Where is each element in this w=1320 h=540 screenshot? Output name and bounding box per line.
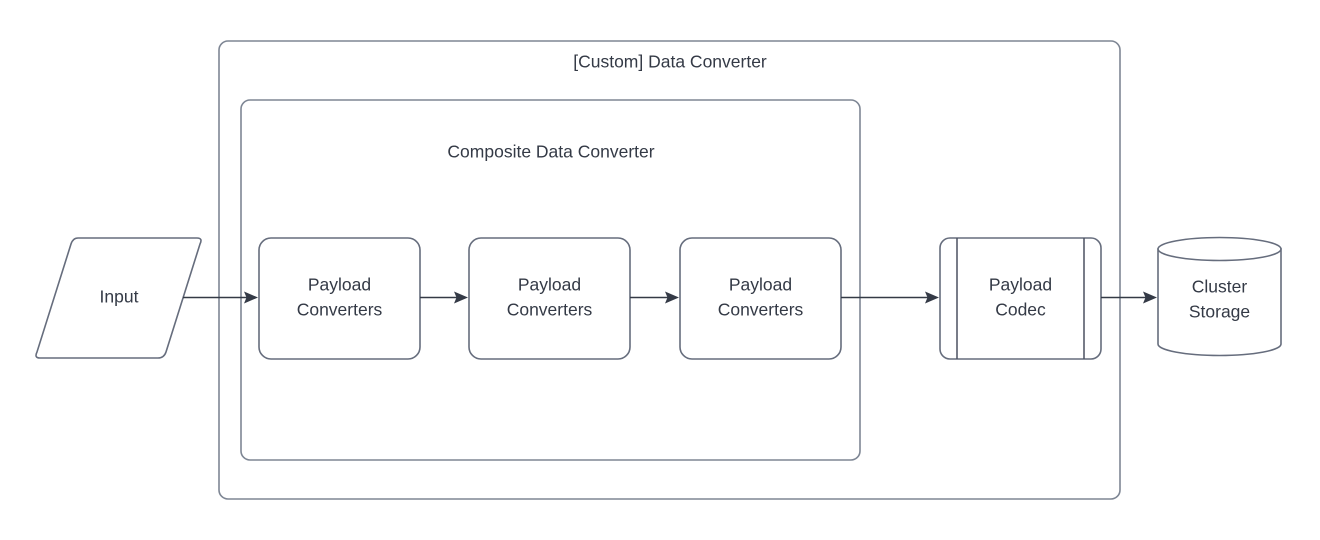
- input-node-label: Input: [100, 287, 139, 307]
- edge-pc2-to-pc3: [630, 291, 679, 304]
- cluster-storage-node[interactable]: [1157, 236, 1282, 357]
- payload-converters-2-label-line1: Payload: [518, 275, 581, 295]
- arrowhead-icon: [925, 291, 939, 304]
- edge-input-to-pc1: [183, 291, 258, 304]
- payload-converters-1-label-line1: Payload: [308, 275, 371, 295]
- payload-converters-1-label-line2: Converters: [297, 300, 383, 320]
- edge-pc1-to-pc2: [420, 291, 468, 304]
- payload-converters-2-label-line2: Converters: [507, 300, 593, 320]
- payload-converters-3-node[interactable]: [679, 237, 842, 360]
- payload-codec-outer-frame: [939, 237, 1102, 360]
- arrowhead-icon: [665, 291, 679, 304]
- payload-converters-3-label-line1: Payload: [729, 275, 792, 295]
- payload-codec-label-line1: Payload: [989, 275, 1052, 295]
- payload-converters-1-node[interactable]: [258, 237, 421, 360]
- cluster-storage-label-line2: Storage: [1189, 302, 1250, 322]
- payload-converters-3-label-line2: Converters: [718, 300, 804, 320]
- arrowhead-icon: [454, 291, 468, 304]
- payload-converters-2-node[interactable]: [468, 237, 631, 360]
- arrowhead-icon: [244, 291, 258, 304]
- custom-data-converter-label: [Custom] Data Converter: [573, 52, 767, 72]
- cluster-storage-body: [1157, 248, 1282, 357]
- composite-data-converter-label: Composite Data Converter: [447, 142, 654, 162]
- edge-codec-to-storage: [1101, 291, 1157, 304]
- edge-pc3-to-codec: [841, 291, 939, 304]
- payload-codec-label-line2: Codec: [995, 300, 1046, 320]
- input-node[interactable]: [35, 237, 202, 359]
- cluster-storage-top-ellipse: [1157, 236, 1282, 262]
- arrowhead-icon: [1143, 291, 1157, 304]
- cluster-storage-label-line1: Cluster: [1192, 277, 1248, 297]
- payload-codec-node[interactable]: [939, 237, 1102, 360]
